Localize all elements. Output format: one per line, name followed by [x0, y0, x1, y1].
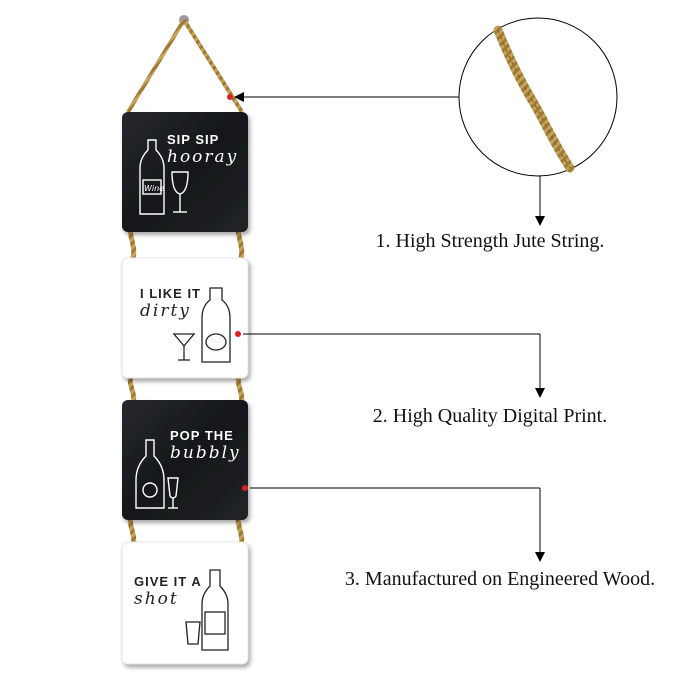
marker-3	[242, 485, 248, 491]
plaque-2-line1: I LIKE IT	[140, 286, 201, 301]
plaque-2-text: I LIKE IT dirty	[140, 286, 201, 321]
liquor-bottle-icon	[201, 287, 231, 363]
vodka-bottle-icon	[201, 569, 229, 651]
plaque-3-text: POP THE bubbly	[170, 428, 241, 463]
feature-digital-print: 2. High Quality Digital Print.	[372, 405, 608, 427]
plaque-3	[122, 400, 248, 520]
plaque-1-line1: SIP SIP	[167, 132, 220, 147]
plaque-3-line1: POP THE	[170, 428, 234, 443]
wine-bottle-icon	[139, 139, 165, 215]
arrow-down-icon	[535, 216, 545, 226]
feature-jute-string: 1. High Strength Jute String.	[375, 230, 605, 252]
plaque-3-line2: bubbly	[170, 443, 241, 463]
rope-zoom-circle	[458, 17, 618, 177]
marker-2	[235, 331, 241, 337]
plaque-1-text: SIP SIP hooray	[167, 132, 238, 167]
wine-glass-icon	[171, 171, 189, 213]
plaque-4-line1: GIVE IT A	[134, 574, 202, 589]
shot-glass-icon	[185, 621, 201, 645]
arrow-down-icon	[535, 388, 545, 398]
flute-glass-icon	[167, 477, 179, 509]
feature-engineered-wood: 3. Manufactured on Engineered Wood.	[344, 568, 656, 590]
top-rope-right	[182, 18, 244, 114]
marker-1	[227, 94, 233, 100]
arrow-left-icon	[234, 92, 244, 102]
champagne-bottle-icon	[135, 439, 165, 509]
top-rope-left	[126, 18, 186, 114]
martini-glass-icon	[172, 333, 196, 361]
plaque-4-line2: shot	[134, 589, 179, 609]
arrow-down-icon	[535, 552, 545, 562]
leader-lines	[240, 96, 541, 556]
plaque-4-text: GIVE IT A shot	[134, 574, 202, 609]
plaque-1-line2: hooray	[167, 147, 239, 167]
plaque-2-line2: dirty	[140, 301, 191, 321]
wine-label: Wine	[144, 184, 165, 193]
arrowheads	[234, 92, 545, 562]
